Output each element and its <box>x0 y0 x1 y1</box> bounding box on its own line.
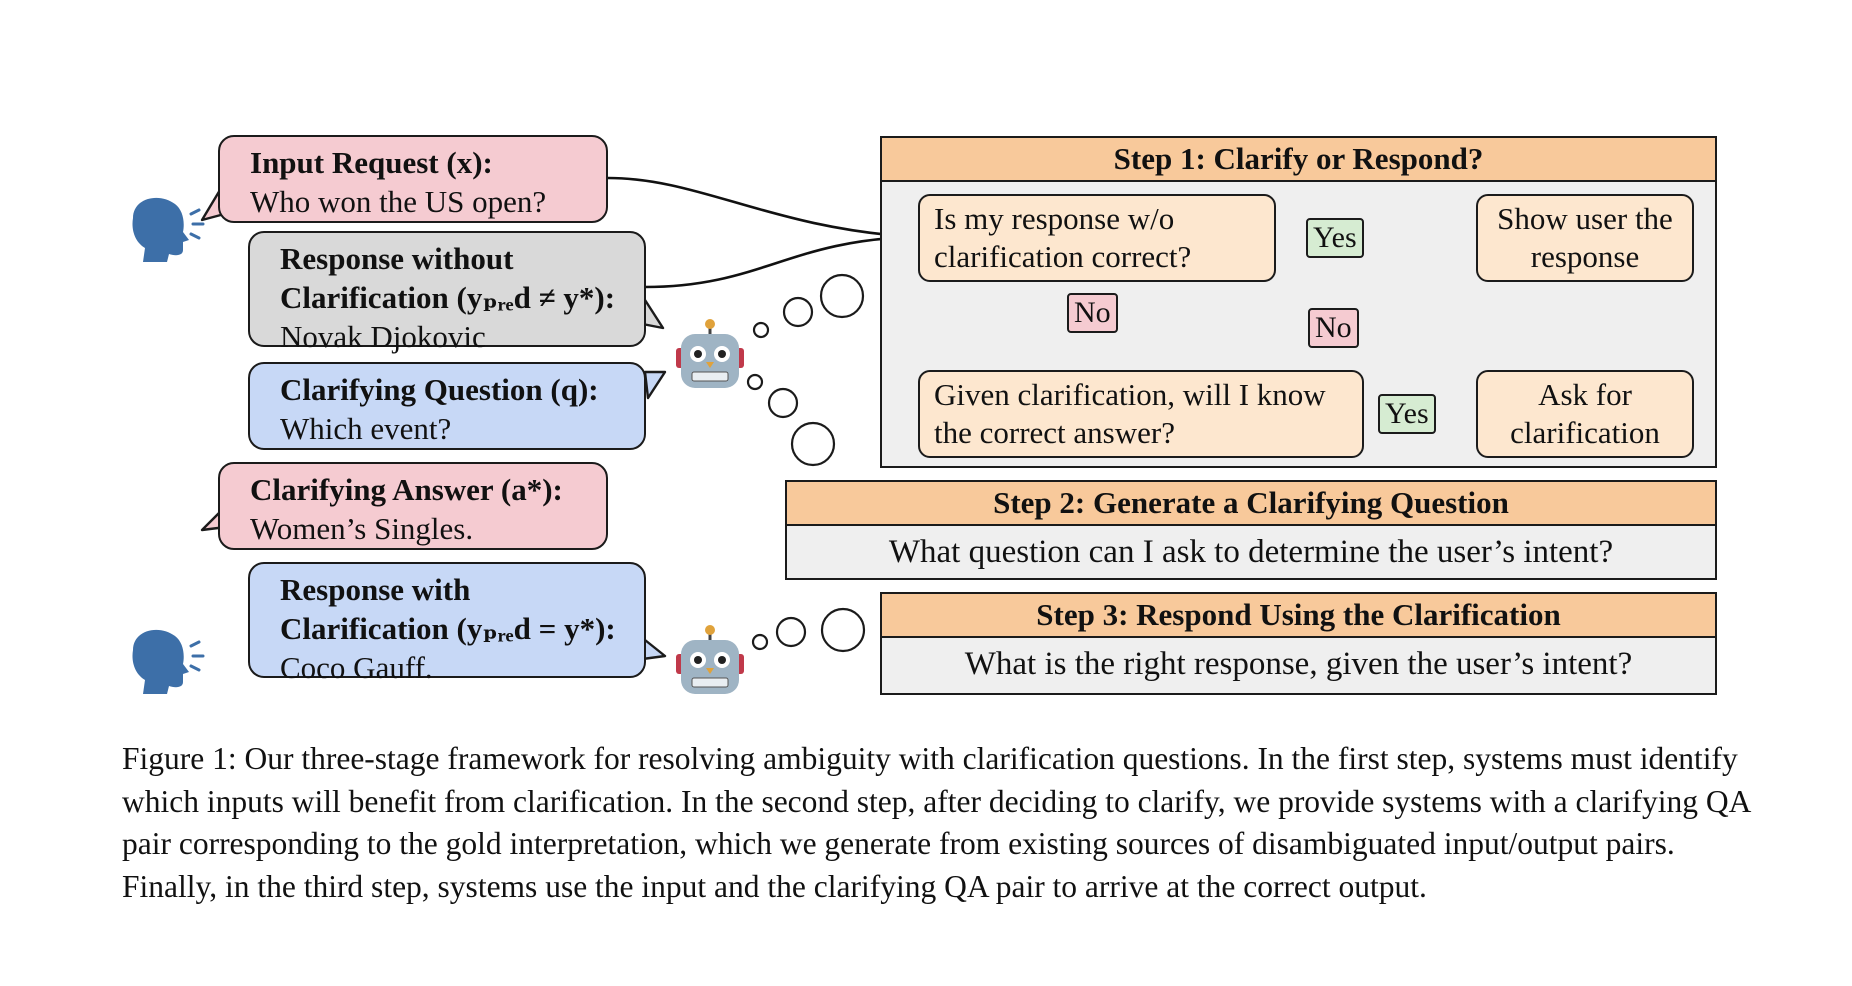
response-without-title-line2: Clarification (yₚᵣₑd ≠ y*): <box>280 280 616 315</box>
node-show-response-line2: response <box>1530 239 1640 274</box>
step1-header: Step 1: Clarify or Respond? <box>882 138 1715 182</box>
step2-header: Step 2: Generate a Clarifying Question <box>787 482 1715 526</box>
clarifying-question-text: Which event? <box>280 411 452 446</box>
step3-header: Step 3: Respond Using the Clarification <box>882 594 1715 638</box>
input-request-title: Input Request (x): <box>250 145 493 180</box>
input-request-bubble: Input Request (x): Who won the US open? <box>218 135 608 223</box>
tag-no-down: No <box>1067 293 1118 333</box>
response-without-clarification-bubble: Response without Clarification (yₚᵣₑd ≠ … <box>248 231 646 354</box>
clarifying-question-bubble: Clarifying Question (q): Which event? <box>248 362 646 450</box>
tag-yes-top: Yes <box>1306 218 1364 258</box>
response-with-title-line1: Response with <box>280 572 471 607</box>
response-without-title-line1: Response without <box>280 241 514 276</box>
input-request-text: Who won the US open? <box>250 184 547 219</box>
response-with-text: Coco Gauff. <box>280 650 433 685</box>
node-response-correct-line1: Is my response w/o <box>934 201 1175 236</box>
thought-bubbles-2 <box>751 607 866 653</box>
thought-bubbles-1 <box>746 273 865 467</box>
clarifying-answer-bubble: Clarifying Answer (a*): Women’s Singles. <box>218 462 608 550</box>
node-response-correct-line2: clarification correct? <box>934 239 1192 274</box>
node-given-clarification-line1: Given clarification, will I know <box>934 377 1326 412</box>
tag-no-diagonal: No <box>1308 308 1359 348</box>
response-with-clarification-bubble: Response with Clarification (yₚᵣₑd = y*)… <box>248 562 646 685</box>
node-given-clarification: Given clarification, will I know the cor… <box>918 370 1364 458</box>
response-with-title-line2: Clarification (yₚᵣₑd = y*): <box>280 611 616 646</box>
node-show-response-line1: Show user the <box>1497 201 1673 236</box>
node-response-correct: Is my response w/o clarification correct… <box>918 194 1276 282</box>
node-show-response: Show user the response <box>1476 194 1694 282</box>
step3-panel: Step 3: Respond Using the Clarification … <box>880 592 1717 695</box>
node-given-clarification-line2: the correct answer? <box>934 415 1175 450</box>
clarifying-answer-text: Women’s Singles. <box>250 511 474 546</box>
node-ask-clarification: Ask for clarification <box>1476 370 1694 458</box>
tag-yes-bottom: Yes <box>1378 394 1436 434</box>
node-ask-clarification-line1: Ask for <box>1538 377 1632 412</box>
node-ask-clarification-line2: clarification <box>1510 415 1660 450</box>
step2-panel: Step 2: Generate a Clarifying Question W… <box>785 480 1717 580</box>
step2-question: What question can I ask to determine the… <box>888 534 1614 570</box>
figure-caption: Figure 1: Our three-stage framework for … <box>122 741 1750 904</box>
clarifying-answer-title: Clarifying Answer (a*): <box>250 472 563 507</box>
clarifying-question-title: Clarifying Question (q): <box>280 372 599 407</box>
step3-question: What is the right response, given the us… <box>964 646 1633 682</box>
response-without-text: Novak Djokovic <box>280 319 486 354</box>
